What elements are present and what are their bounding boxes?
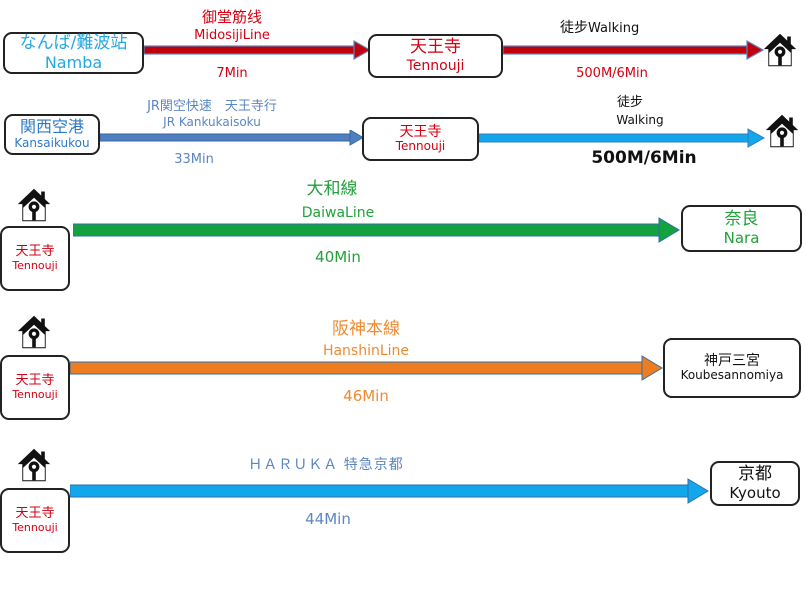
line-name-en: JR Kankukaisoku [163, 115, 261, 129]
travel-time: 7Min [216, 66, 248, 81]
station-name-jp: 天王寺 [15, 372, 55, 388]
walk-time: 500M/6Min [591, 148, 697, 168]
line-name-en: HanshinLine [322, 343, 410, 359]
walk-label-en: Walking [588, 21, 640, 36]
station-box-kyouto: 京都 Kyouto [710, 461, 800, 506]
walk-label-jp: 徒步 [616, 95, 644, 110]
station-name-en: Namba [44, 52, 103, 72]
station-box-kansaikukou: 関西空港 Kansaikukou [4, 114, 100, 155]
station-name-jp: 神戸三宮 [704, 353, 760, 370]
station-name-jp: 天王寺 [15, 505, 55, 521]
line-name-jp: JR関空快速 天王寺行 [147, 99, 277, 114]
station-name-jp: 奈良 [724, 209, 759, 230]
house-icon [16, 313, 52, 351]
station-name-en: Tennouji [395, 139, 446, 154]
walk-arrow [503, 40, 765, 60]
station-box-tennouji: 天王寺 Tennouji [0, 355, 70, 420]
station-name-jp: 京都 [738, 464, 772, 485]
walk-arrow [479, 128, 766, 148]
station-name-jp: 天王寺 [399, 124, 442, 141]
house-icon [762, 31, 798, 69]
station-box-tennouji: 天王寺 Tennouji [368, 34, 503, 78]
walk-time: 500M/6Min [576, 66, 648, 81]
travel-time: 40Min [315, 248, 361, 266]
station-name-en: Kyouto [729, 483, 781, 502]
station-name-en: Kansaikukou [14, 135, 90, 150]
route-arrow-midosuji [144, 40, 372, 60]
line-name-jp: 大和線 [306, 179, 358, 199]
travel-time: 44Min [305, 510, 351, 528]
station-box-koubesannomiya: 神戸三宮 Koubesannomiya [663, 338, 801, 398]
station-box-tennouji: 天王寺 Tennouji [0, 488, 70, 553]
house-icon [16, 446, 52, 484]
route-arrow-jr-kanku [100, 130, 365, 146]
walk-label-en: Walking [616, 113, 664, 127]
walk-label-jp: 徒步 [560, 20, 588, 36]
station-name-jp: 天王寺 [410, 37, 461, 58]
line-name-jp: ＨＡＲＵＫＡ 特急京都 [248, 457, 404, 473]
walk-label: 徒步Walking [560, 21, 639, 35]
house-icon [764, 112, 800, 150]
route-arrow-daiwa [73, 217, 680, 243]
station-name-en: Koubesannomiya [680, 368, 784, 383]
travel-time: 33Min [174, 152, 214, 167]
station-name-jp: 関西空港 [19, 117, 84, 137]
route-arrow-haruka [70, 478, 709, 504]
station-name-en: Tennouji [12, 258, 58, 272]
line-name-jp: 御堂筋线 [201, 8, 263, 26]
travel-time: 46Min [343, 387, 389, 405]
route-arrow-hanshin [70, 355, 663, 381]
station-name-jp: 天王寺 [15, 243, 55, 259]
station-box-namba: なんば/難波站 Namba [3, 32, 144, 74]
house-icon [16, 186, 52, 224]
station-box-tennouji: 天王寺 Tennouji [362, 117, 479, 161]
station-box-nara: 奈良 Nara [681, 205, 802, 252]
station-name-en: Tennouji [12, 520, 58, 534]
station-box-tennouji: 天王寺 Tennouji [0, 226, 70, 291]
station-name-en: Tennouji [406, 57, 465, 74]
station-name-en: Nara [723, 228, 760, 247]
line-name-jp: 阪神本線 [332, 319, 400, 339]
station-name-jp: なんば/難波站 [19, 33, 128, 54]
line-name-en: MidosijiLine [194, 28, 270, 43]
station-name-en: Tennouji [12, 387, 58, 401]
line-name-en: DaiwaLine [301, 205, 375, 221]
